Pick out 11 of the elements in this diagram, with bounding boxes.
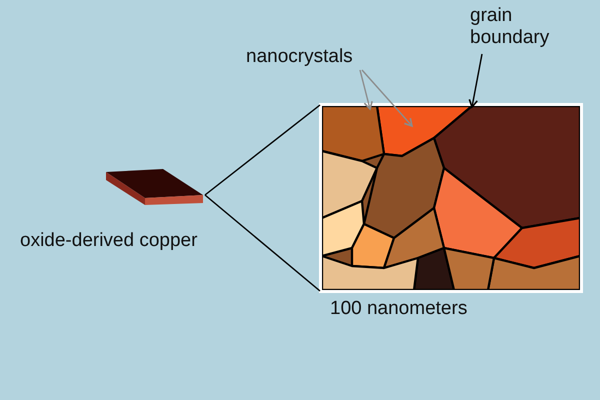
callout-label: nanocrystals xyxy=(246,46,376,68)
micrograph-drawing xyxy=(319,103,583,293)
zoom-line xyxy=(204,194,320,292)
callout-label: grain boundary xyxy=(470,5,550,49)
leader-line xyxy=(468,54,483,108)
copper-slab-drawing xyxy=(104,167,206,207)
leader-line xyxy=(359,70,373,110)
leader-line xyxy=(361,70,413,127)
sample-label: oxide-derived copper xyxy=(20,230,198,252)
scale-label: 100 nanometers xyxy=(330,298,468,320)
zoom-line xyxy=(204,104,320,196)
